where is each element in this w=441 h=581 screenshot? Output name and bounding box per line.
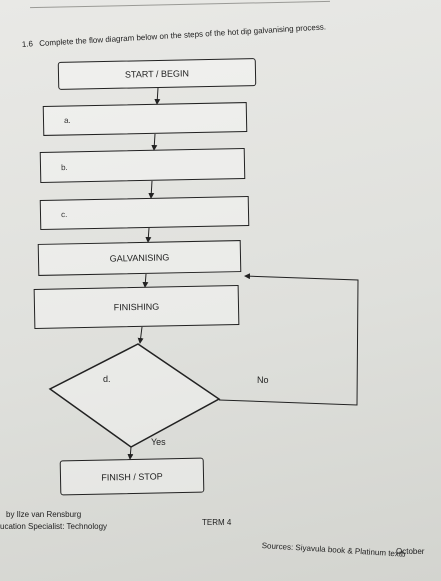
arrow-finishing-to-decision: [137, 326, 144, 344]
finishing-box: FINISHING: [33, 285, 240, 329]
step-c-label: c.: [60, 209, 68, 220]
finish-box: FINISH / STOP: [59, 457, 205, 496]
step-b-label: b.: [60, 162, 68, 172]
arrow-b-to-c: [148, 180, 155, 199]
arrow-start-to-a: [154, 87, 161, 105]
finish-label: FINISH / STOP: [101, 470, 163, 483]
no-label: No: [257, 375, 269, 385]
step-a-label: a.: [63, 115, 71, 126]
yes-label: Yes: [151, 437, 166, 447]
footer-term: TERM 4: [202, 518, 232, 527]
arrow-c-to-galvanising: [145, 227, 152, 243]
footer-month: October: [396, 547, 425, 556]
step-a-box[interactable]: a.: [42, 102, 248, 136]
arrow-galvanising-to-finishing: [142, 273, 149, 288]
step-b-box[interactable]: b.: [39, 148, 246, 183]
finishing-label: FINISHING: [113, 301, 160, 313]
galvanising-label: GALVANISING: [109, 252, 170, 264]
footer-author: by Ilze van Rensburg: [6, 510, 82, 519]
footer-role: ucation Specialist: Technology: [0, 522, 108, 531]
galvanising-box: GALVANISING: [37, 240, 242, 276]
step-c-box[interactable]: c.: [39, 195, 250, 231]
decision-d-label: d.: [103, 374, 111, 384]
arrow-a-to-b: [151, 133, 158, 151]
start-box: START / BEGIN: [57, 58, 257, 90]
start-label: START / BEGIN: [124, 68, 190, 80]
loop-back-line: [218, 273, 359, 406]
arrow-decision-to-finish: [127, 446, 134, 460]
decision-diamond: [48, 343, 221, 448]
